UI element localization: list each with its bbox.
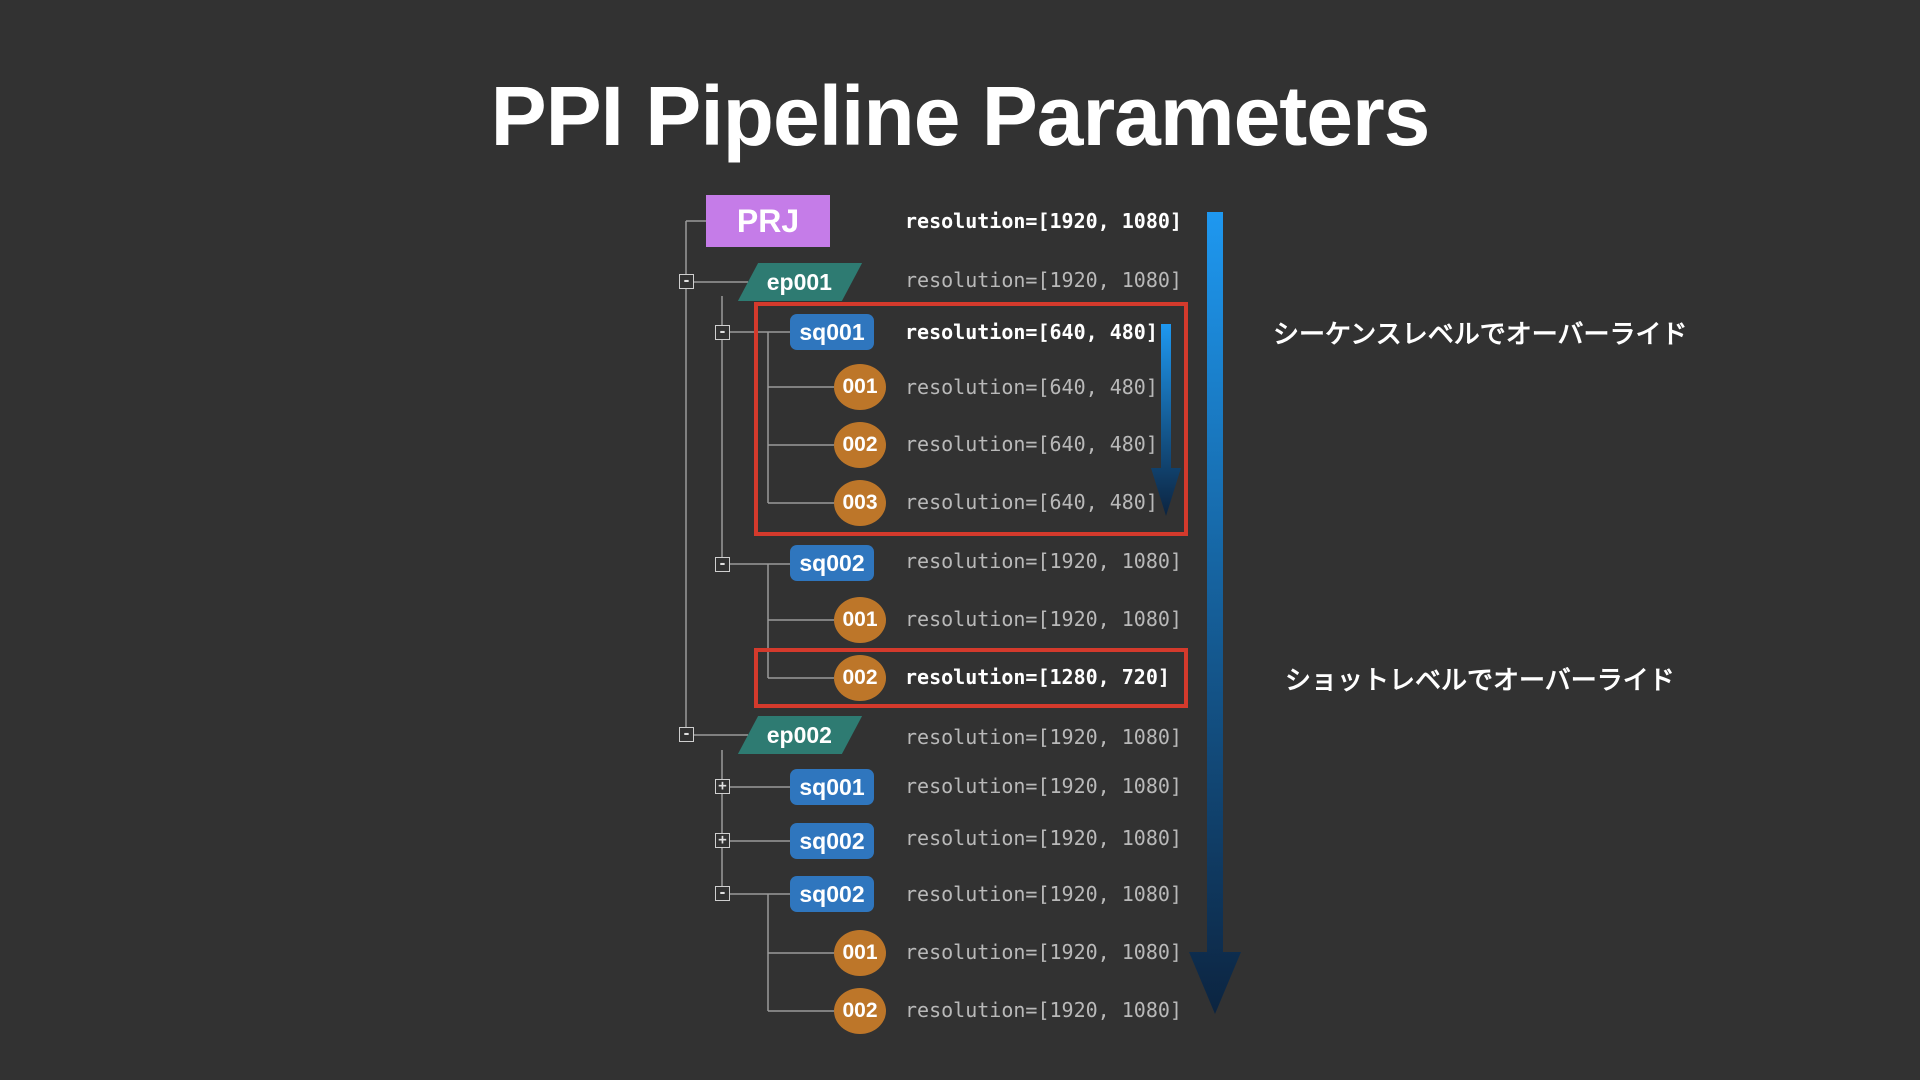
toggle-ep001-sq001[interactable]: - — [715, 325, 730, 340]
sequence-override-highlight — [754, 302, 1188, 536]
page-title: PPI Pipeline Parameters — [490, 69, 1431, 163]
param-ep001-sq001-002: resolution=[640, 480] — [905, 432, 1158, 456]
shot-label: 002 — [842, 666, 878, 689]
shot-node-ep001-sq002-001[interactable]: 001 — [834, 597, 886, 643]
sequence-label: sq001 — [799, 318, 865, 345]
shot-label: 002 — [842, 999, 878, 1022]
param-ep002-sq002b-001: resolution=[1920, 1080] — [905, 940, 1182, 964]
shot-label: 002 — [842, 433, 878, 456]
sequence-label: sq002 — [799, 880, 865, 907]
param-ep001-sq002-002: resolution=[1280, 720] — [905, 665, 1170, 689]
toggle-ep002[interactable]: - — [679, 727, 694, 742]
shot-label: 001 — [842, 941, 878, 964]
param-ep002-sq002b-002: resolution=[1920, 1080] — [905, 998, 1182, 1022]
sequence-label: sq001 — [799, 773, 865, 800]
shot-node-ep001-sq001-001[interactable]: 001 — [834, 364, 886, 410]
shot-label: 001 — [842, 608, 878, 631]
param-ep001: resolution=[1920, 1080] — [905, 268, 1182, 292]
toggle-ep002-sq001[interactable]: + — [715, 779, 730, 794]
param-ep001-sq001-001: resolution=[640, 480] — [905, 375, 1158, 399]
note-sequence-override: シーケンスレベルでオーバーライド — [1273, 320, 1688, 350]
toggle-ep002-sq002b[interactable]: - — [715, 886, 730, 901]
param-ep002-sq002b: resolution=[1920, 1080] — [905, 882, 1182, 906]
episode-node-ep002[interactable]: ep002 — [737, 716, 863, 754]
param-ep001-sq001: resolution=[640, 480] — [905, 320, 1158, 344]
param-ep001-sq002-001: resolution=[1920, 1080] — [905, 607, 1182, 631]
param-ep002-sq001: resolution=[1920, 1080] — [905, 774, 1182, 798]
param-ep002-sq002a: resolution=[1920, 1080] — [905, 826, 1182, 850]
param-ep001-sq001-003: resolution=[640, 480] — [905, 490, 1158, 514]
sequence-node-ep002-sq002a[interactable]: sq002 — [790, 823, 874, 859]
sequence-inherit-arrow — [1151, 324, 1181, 516]
project-node[interactable]: PRJ — [706, 195, 830, 247]
episode-label: ep001 — [767, 268, 833, 295]
note-shot-override: ショットレベルでオーバーライド — [1285, 666, 1675, 696]
sequence-label: sq002 — [799, 549, 865, 576]
toggle-ep001-sq002[interactable]: - — [715, 557, 730, 572]
shot-node-ep002-sq002b-001[interactable]: 001 — [834, 930, 886, 976]
shot-label: 001 — [842, 375, 878, 398]
shot-node-ep001-sq001-002[interactable]: 002 — [834, 422, 886, 468]
sequence-label: sq002 — [799, 827, 865, 854]
hierarchy-inherit-arrow — [1189, 212, 1241, 1014]
toggle-ep002-sq002a[interactable]: + — [715, 833, 730, 848]
param-prj: resolution=[1920, 1080] — [905, 209, 1182, 233]
sequence-node-ep002-sq002b[interactable]: sq002 — [790, 876, 874, 912]
sequence-node-ep001-sq002[interactable]: sq002 — [790, 545, 874, 581]
shot-override-highlight — [754, 648, 1188, 708]
toggle-ep001[interactable]: - — [679, 274, 694, 289]
sequence-node-ep002-sq001[interactable]: sq001 — [790, 769, 874, 805]
project-label: PRJ — [736, 202, 800, 239]
shot-label: 003 — [842, 491, 878, 514]
episode-node-ep001[interactable]: ep001 — [737, 263, 863, 301]
episode-label: ep002 — [767, 721, 833, 748]
sequence-node-ep001-sq001[interactable]: sq001 — [790, 314, 874, 350]
shot-node-ep001-sq002-002[interactable]: 002 — [834, 655, 886, 701]
param-ep001-sq002: resolution=[1920, 1080] — [905, 549, 1182, 573]
shot-node-ep001-sq001-003[interactable]: 003 — [834, 480, 886, 526]
shot-node-ep002-sq002b-002[interactable]: 002 — [834, 988, 886, 1034]
param-ep002: resolution=[1920, 1080] — [905, 725, 1182, 749]
